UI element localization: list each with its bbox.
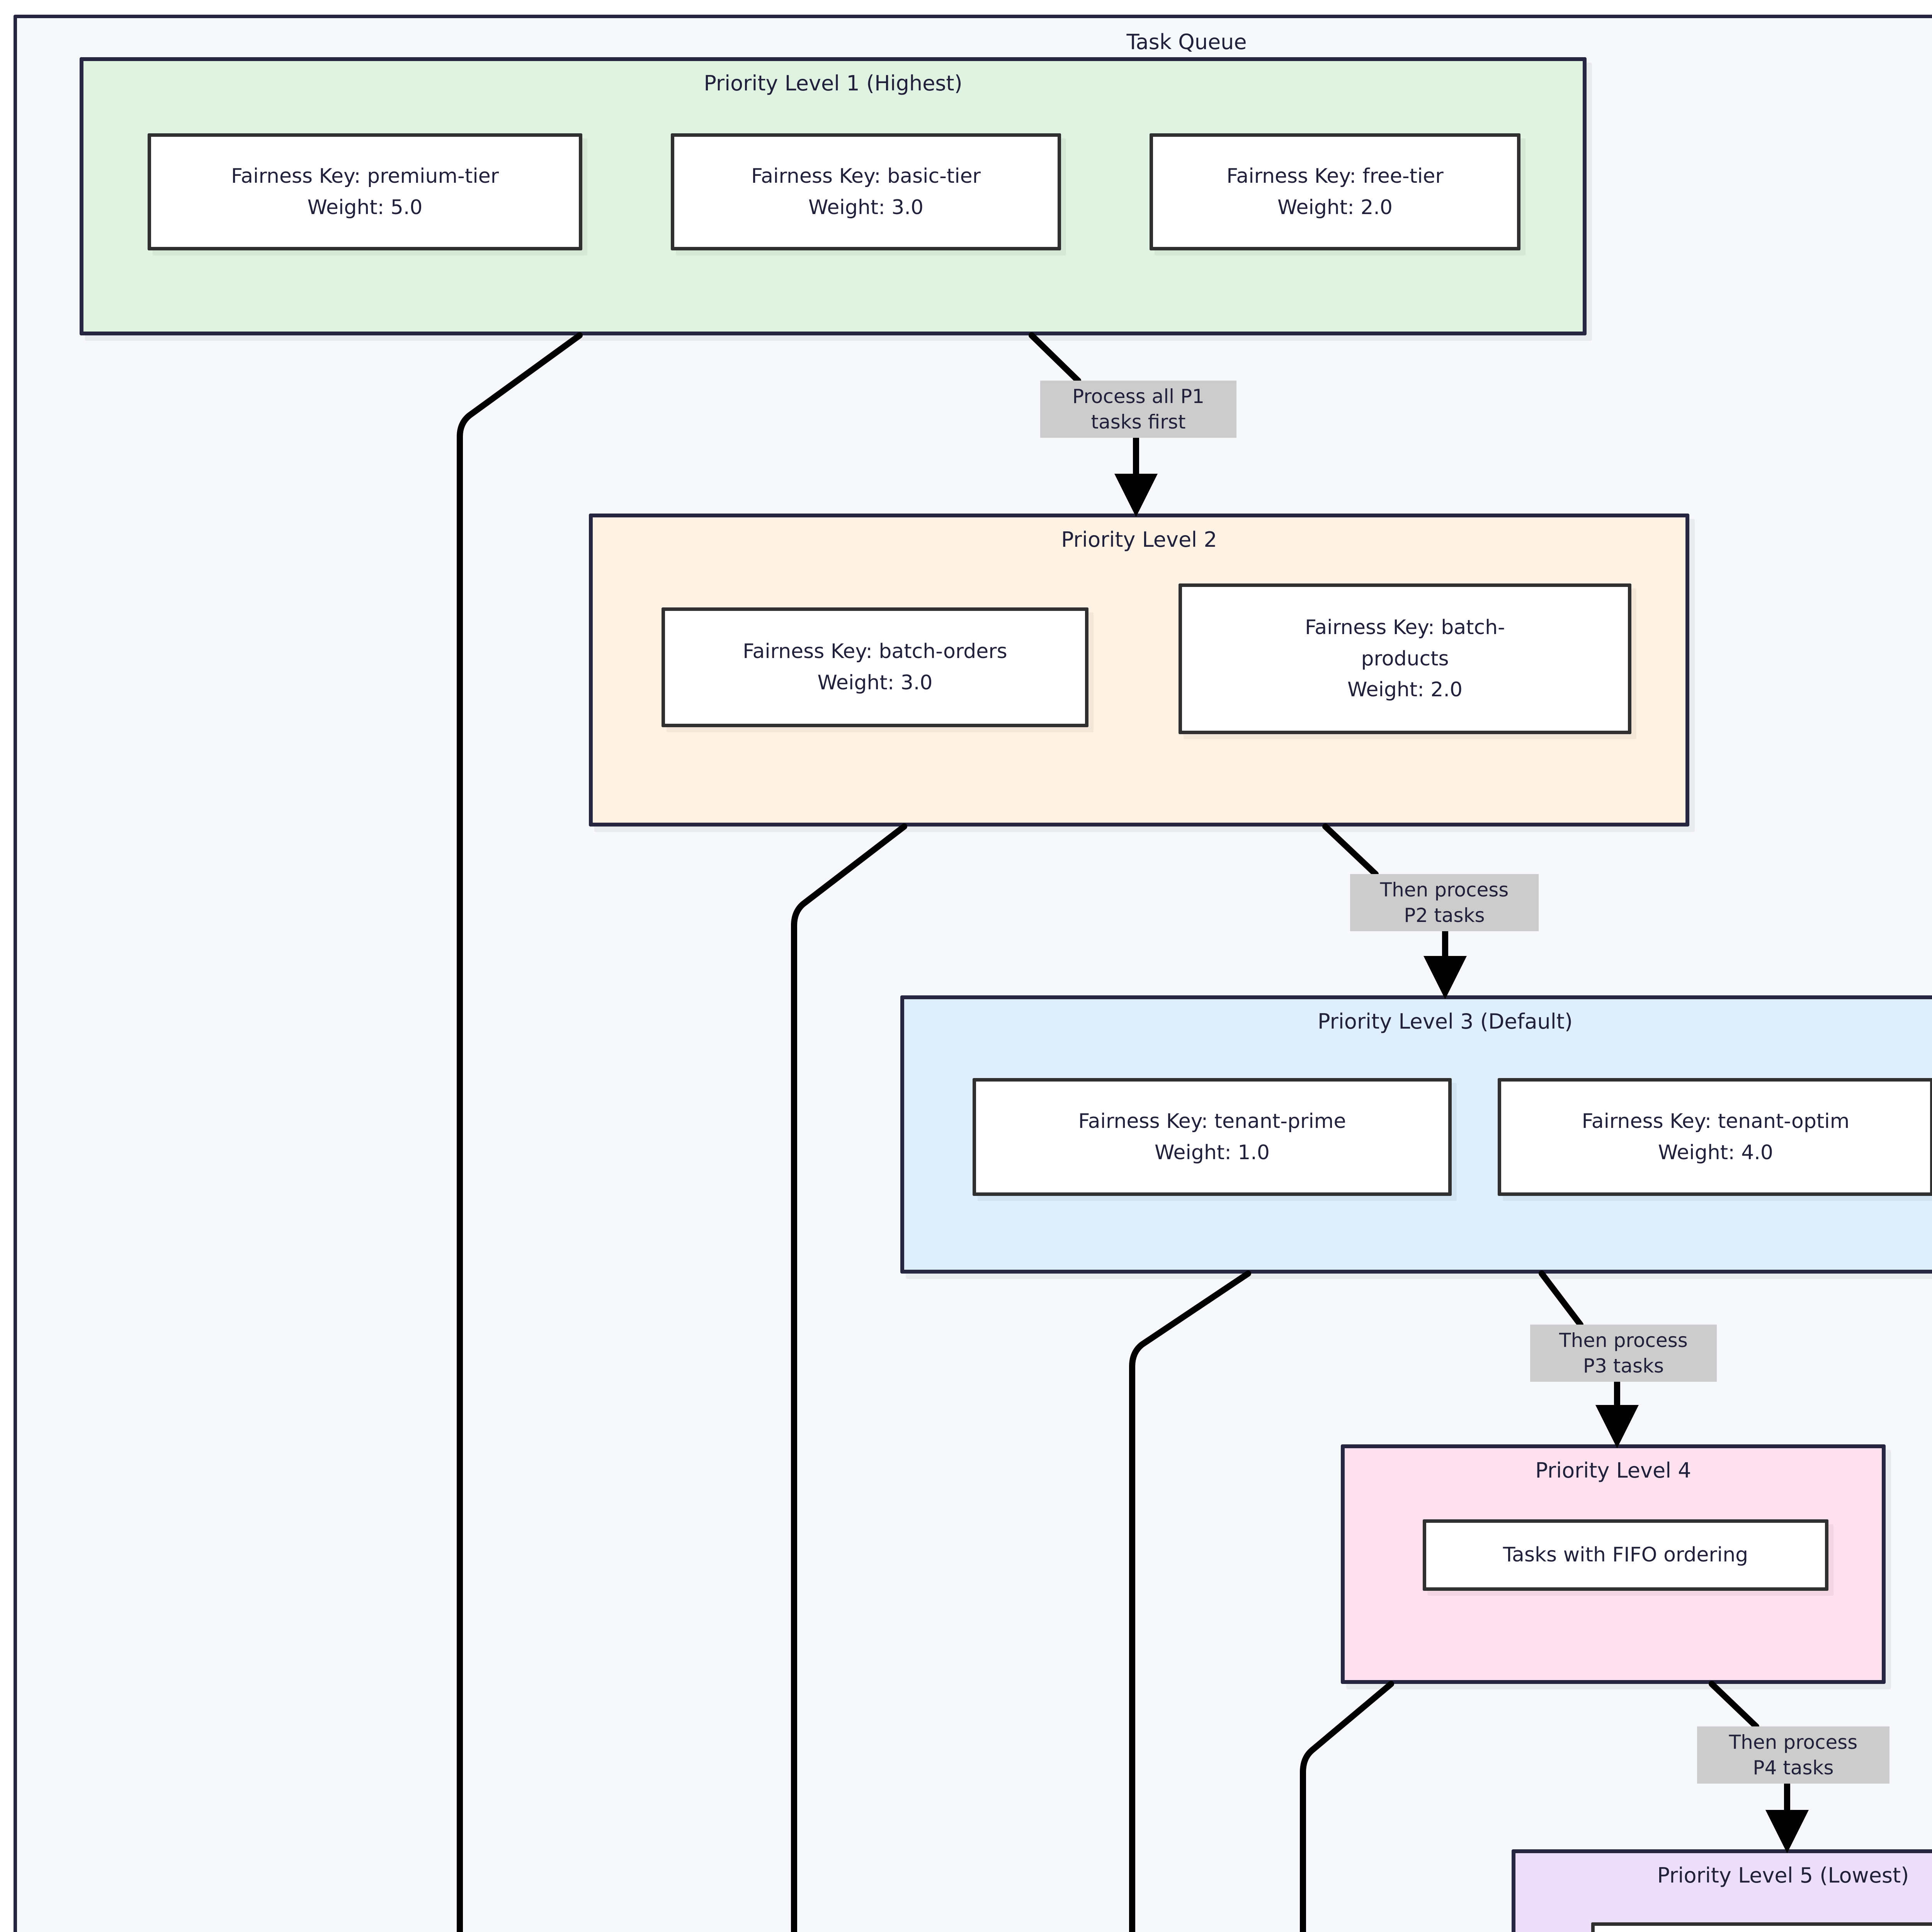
edge-label-p1-to-p2: Process all P1 tasks first (1040, 381, 1236, 438)
priority-level-3-title: Priority Level 3 (Default) (1317, 1009, 1573, 1034)
fairness-key-label: Fairness Key: premium-tier (231, 164, 499, 188)
priority-level-4-title: Priority Level 4 (1535, 1458, 1691, 1483)
priority-level-5-cluster: Priority Level 5 (Lowest) (1512, 1849, 1932, 1932)
fairness-key-label-cont: products (1361, 647, 1449, 670)
fifo-ordering-node-p4[interactable]: Tasks with FIFO ordering (1423, 1519, 1828, 1591)
edge-label-p2-to-p3: Then process P2 tasks (1350, 874, 1539, 931)
weight-label: Weight: 5.0 (307, 196, 423, 219)
fairness-key-label: Fairness Key: tenant-prime (1078, 1109, 1346, 1133)
fairness-key-node-batch-products[interactable]: Fairness Key: batch- products Weight: 2.… (1179, 583, 1631, 734)
weight-label: Weight: 1.0 (1155, 1141, 1270, 1164)
fairness-key-label: Fairness Key: batch-orders (743, 640, 1007, 663)
fairness-key-label: Fairness Key: basic-tier (751, 164, 981, 188)
fairness-key-node-batch-orders[interactable]: Fairness Key: batch-orders Weight: 3.0 (662, 607, 1088, 727)
weight-label: Weight: 4.0 (1658, 1141, 1773, 1164)
weight-label: Weight: 3.0 (817, 671, 933, 694)
fifo-label: Tasks with FIFO ordering (1503, 1543, 1748, 1567)
weight-label: Weight: 2.0 (1347, 678, 1463, 702)
fairness-key-node-premium-tier[interactable]: Fairness Key: premium-tier Weight: 5.0 (148, 133, 582, 250)
priority-level-1-title: Priority Level 1 (Highest) (704, 71, 963, 95)
fairness-key-node-tenant-optim[interactable]: Fairness Key: tenant-optim Weight: 4.0 (1498, 1078, 1932, 1196)
fairness-key-label: Fairness Key: free-tier (1226, 164, 1444, 188)
fairness-key-node-tenant-prime[interactable]: Fairness Key: tenant-prime Weight: 1.0 (973, 1078, 1452, 1196)
priority-level-2-title: Priority Level 2 (1061, 527, 1217, 552)
fairness-key-node-basic-tier[interactable]: Fairness Key: basic-tier Weight: 3.0 (671, 133, 1061, 250)
weight-label: Weight: 2.0 (1277, 196, 1393, 219)
fairness-key-node-free-tier[interactable]: Fairness Key: free-tier Weight: 2.0 (1150, 133, 1520, 250)
task-queue-title: Task Queue (1126, 30, 1247, 54)
weight-label: Weight: 3.0 (808, 196, 923, 219)
priority-level-5-title: Priority Level 5 (Lowest) (1657, 1863, 1909, 1888)
fairness-key-label: Fairness Key: tenant-optim (1582, 1109, 1850, 1133)
fifo-ordering-node-p5[interactable]: Tasks with FIFO ordering (1591, 1922, 1932, 1932)
fairness-key-label: Fairness Key: batch- (1305, 616, 1505, 639)
edge-label-p3-to-p4: Then process P3 tasks (1530, 1325, 1717, 1382)
edge-label-p4-to-p5: Then process P4 tasks (1697, 1726, 1889, 1784)
